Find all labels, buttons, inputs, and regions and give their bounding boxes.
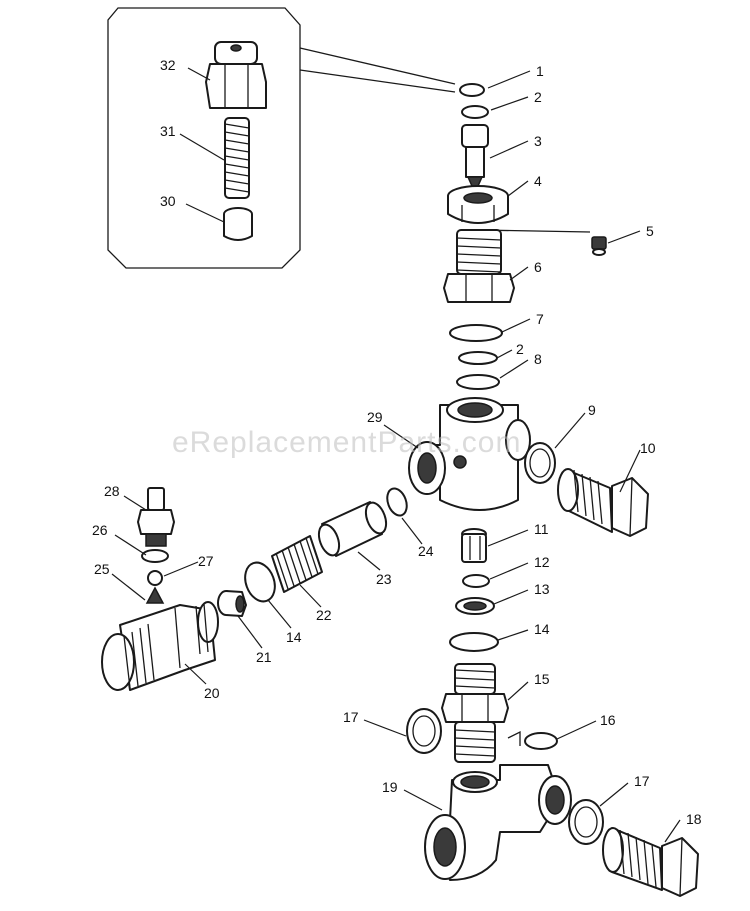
callout-12: 12: [534, 554, 550, 570]
part-31-spring: [224, 117, 250, 199]
part-9-washer: [524, 442, 556, 484]
callout-22: 22: [316, 607, 332, 623]
part-11-nozzle: [461, 528, 487, 563]
callout-25: 25: [94, 561, 110, 577]
part-8-o-ring: [456, 374, 500, 390]
callout-6: 6: [534, 259, 542, 275]
part-18-plug: [602, 827, 699, 897]
callout-17-right: 17: [634, 773, 650, 789]
callout-labels: 1 2 3 4 5 6 7 2 8 9 10 11 12 13 14 15 16…: [92, 57, 702, 827]
part-12-washer: [462, 574, 490, 588]
callout-5: 5: [646, 223, 654, 239]
callout-16: 16: [600, 712, 616, 728]
callout-17-left: 17: [343, 709, 359, 725]
part-25-cone: [145, 586, 165, 604]
part-30-seat: [223, 207, 253, 241]
part-5-set-screw: [477, 229, 607, 256]
inset-detail-box: [107, 7, 456, 269]
part-24-o-ring: [386, 487, 408, 517]
part-19-tee-body: [424, 764, 572, 881]
direction-mark: [507, 730, 521, 746]
part-27-fitting: [137, 487, 175, 547]
part-17-washer-left: [406, 708, 442, 754]
callout-1: 1: [536, 63, 544, 79]
part-14-o-ring-left: [244, 561, 276, 603]
callout-29: 29: [367, 409, 383, 425]
callout-4: 4: [534, 173, 542, 189]
part-14-o-ring: [449, 632, 499, 652]
callout-24: 24: [418, 543, 434, 559]
callout-15: 15: [534, 671, 550, 687]
callout-2-lower: 2: [516, 341, 524, 357]
part-23-sleeve: [317, 501, 388, 557]
callout-18: 18: [686, 811, 702, 827]
callout-23: 23: [376, 571, 392, 587]
callout-11: 11: [534, 521, 549, 537]
callout-30: 30: [160, 193, 176, 209]
part-17-washer-right: [568, 799, 604, 845]
callout-28: 27: [198, 553, 214, 569]
part-22-spring: [271, 535, 323, 593]
part-21-valve: [217, 590, 247, 617]
callout-8: 8: [534, 351, 542, 367]
part-13-seal: [455, 597, 495, 615]
part-7-o-ring: [449, 324, 503, 342]
callout-19: 19: [382, 779, 398, 795]
part-32-cap-nut: [205, 41, 267, 109]
part-3-piston: [461, 124, 489, 187]
part-29-valve-body: [408, 397, 531, 511]
part-10-plug: [557, 468, 649, 537]
part-15-fitting: [441, 663, 509, 763]
part-26-o-ring: [141, 549, 169, 563]
part-2-o-ring-lower: [458, 351, 498, 365]
callout-20: 20: [204, 685, 220, 701]
callout-13: 13: [534, 581, 550, 597]
callout-27: 28: [104, 483, 120, 499]
callout-14-left: 14: [286, 629, 302, 645]
part-20-inlet-body: [101, 601, 219, 691]
callout-7: 7: [536, 311, 544, 327]
part-16-washer: [524, 732, 558, 750]
part-1-washer: [459, 83, 485, 97]
callout-14: 14: [534, 621, 550, 637]
part-2-o-ring: [461, 105, 489, 119]
part-28-ball: [147, 570, 163, 586]
callout-9: 9: [588, 402, 596, 418]
part-6-adapter: [443, 229, 515, 303]
callout-3: 3: [534, 133, 542, 149]
callout-10: 10: [640, 440, 656, 456]
watermark-text: eReplacementParts.com: [172, 426, 521, 459]
part-4-nut: [447, 185, 509, 224]
callout-31: 31: [160, 123, 176, 139]
callout-32: 32: [160, 57, 176, 73]
callout-26: 26: [92, 522, 108, 538]
leader-lines: [111, 67, 681, 843]
callout-2: 2: [534, 89, 542, 105]
callout-21: 21: [256, 649, 272, 665]
